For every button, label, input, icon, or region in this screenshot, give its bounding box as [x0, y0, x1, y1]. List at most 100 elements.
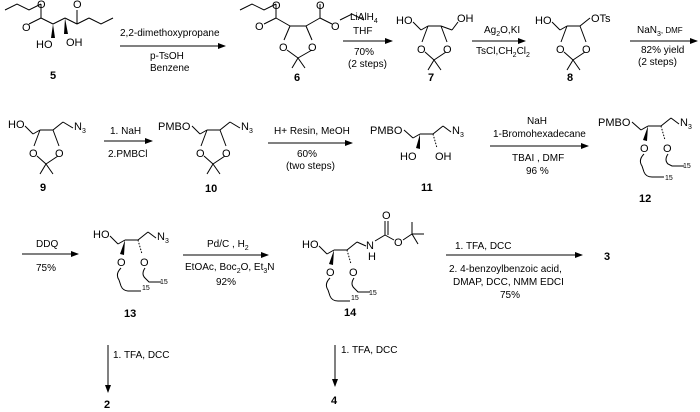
atom-label: O	[117, 257, 126, 269]
step-7-reagent: 1-Bromohexadecane	[493, 129, 586, 140]
step-7-base: NaH	[527, 116, 547, 127]
atom-label: O	[316, 0, 325, 12]
step-2-yield: 70%	[354, 47, 374, 58]
atom-label: HO	[302, 239, 319, 251]
chain-subscript: 15	[351, 295, 359, 302]
atom-label: O	[37, 0, 46, 11]
atom-label: O	[29, 148, 38, 160]
atom-label: H	[368, 251, 376, 263]
compound-number: 6	[294, 72, 300, 84]
step-9-reagent: Pd/C , H2	[207, 239, 249, 252]
atom-label: N	[366, 240, 374, 252]
atom-label: O	[255, 21, 264, 33]
step-1-catalyst: p-TsOH	[150, 51, 184, 62]
step-4-reagent: NaN3, DMF	[637, 25, 683, 38]
atom-label: HO	[8, 119, 25, 131]
step-10-reagent-3: DMAP, DCC, NMM EDCI	[453, 277, 564, 288]
compound-13-structure: HO N3 O O 15 15	[93, 229, 169, 292]
atom-label: PMBO	[370, 125, 403, 137]
step-7-yield: 96 %	[526, 166, 549, 177]
compound-number: 3	[604, 251, 610, 263]
atom-label: OH	[435, 151, 452, 163]
atom-label: HO	[400, 151, 417, 163]
atom-label: O	[663, 143, 672, 155]
compound-12-structure: PMBO N3 O O 15 15	[598, 117, 692, 182]
compound-number: 13	[124, 308, 136, 320]
step-8-reagent: DDQ	[36, 239, 58, 250]
atom-label: O	[331, 21, 340, 33]
step-1-reagent: 2,2-dimethoxypropane	[120, 28, 220, 39]
step-2-steps: (2 steps)	[348, 59, 387, 70]
step-8-yield: 75%	[36, 263, 56, 274]
atom-label: O	[140, 257, 149, 269]
step-2-reagent: LiAlH4	[350, 12, 378, 25]
step-3-conditions: TsCl,CH2Cl2	[476, 46, 530, 59]
compound-number: 7	[428, 72, 434, 84]
step-7-conditions: TBAI , DMF	[512, 153, 564, 164]
compound-14-structure: HO N H O O O O 15 15	[302, 210, 424, 302]
step-5-reagent-2: 2.PMBCl	[108, 149, 147, 160]
atom-label: O	[394, 237, 403, 249]
compound-number: 10	[205, 183, 217, 195]
atom-label: O	[326, 267, 335, 279]
compound-number: 12	[639, 193, 651, 205]
atom-label: O	[73, 0, 82, 11]
step-4-yield: 82% yield	[641, 45, 684, 56]
step-10-reagent-1: 1. TFA, DCC	[455, 241, 512, 252]
compound-5-structure: O O HO OH O	[4, 0, 114, 51]
atom-label: O	[22, 22, 31, 34]
compound-number: 4	[331, 395, 338, 407]
step-9-conditions: EtOAc, Boc2O, Et3N	[185, 262, 275, 275]
compound-number: 8	[567, 72, 573, 84]
atom-label: HO	[535, 15, 552, 27]
chain-subscript: 15	[369, 290, 377, 297]
atom-label: HO	[396, 15, 413, 27]
atom-label: O	[417, 44, 426, 56]
atom-label: O	[556, 44, 565, 56]
atom-label: OH	[66, 37, 83, 49]
atom-label: OH	[457, 13, 474, 25]
compound-number: 11	[421, 182, 433, 194]
step-1-solvent: Benzene	[150, 63, 190, 74]
atom-label: O	[582, 44, 591, 56]
atom-label: N3	[157, 231, 169, 245]
atom-label: N3	[241, 121, 253, 135]
compound-8-structure: HO OTs O O	[535, 13, 611, 71]
atom-label: PMBO	[598, 117, 631, 129]
compound-number: 5	[50, 70, 56, 82]
step-6-steps: (two steps)	[286, 161, 335, 172]
chain-subscript: 15	[142, 285, 150, 292]
atom-label: N3	[452, 125, 464, 139]
atom-label: O	[308, 42, 317, 54]
step-9-yield: 92%	[216, 277, 236, 288]
atom-label: HO	[93, 229, 110, 241]
compound-10-structure: PMBO N3 O O	[158, 121, 253, 175]
compound-number: 2	[104, 399, 110, 411]
step-3-reagent: Ag2O,KI	[484, 25, 520, 38]
compound-9-structure: HO N3 O O	[8, 119, 86, 175]
compound-7-structure: HO OH O O	[396, 13, 474, 71]
chain-subscript: 15	[683, 163, 691, 170]
step-11-reagent: 1. TFA, DCC	[113, 350, 170, 361]
step-6-yield: 60%	[297, 149, 317, 160]
compound-number: 14	[344, 307, 357, 319]
atom-label: O	[55, 148, 64, 160]
atom-label: O	[196, 148, 205, 160]
atom-label: PMBO	[158, 121, 191, 133]
step-5-reagent-1: 1. NaH	[110, 126, 141, 137]
step-6-reagent: H+ Resin, MeOH	[274, 126, 350, 137]
step-10-reagent-2: 2. 4-benzoylbenzoic acid,	[449, 264, 562, 275]
step-2-solvent: THF	[353, 26, 372, 37]
atom-label: O	[640, 143, 649, 155]
atom-label: N3	[74, 121, 86, 135]
atom-label: O	[222, 148, 231, 160]
atom-label: O	[443, 44, 452, 56]
atom-label: O	[272, 0, 281, 12]
chain-subscript: 15	[160, 279, 168, 286]
step-12-reagent: 1. TFA, DCC	[341, 345, 398, 356]
atom-label: OTs	[591, 13, 611, 25]
compound-6-structure: O O O O O O	[239, 0, 365, 69]
compound-11-structure: PMBO N3 HO OH	[370, 125, 464, 163]
atom-label: HO	[36, 39, 53, 51]
